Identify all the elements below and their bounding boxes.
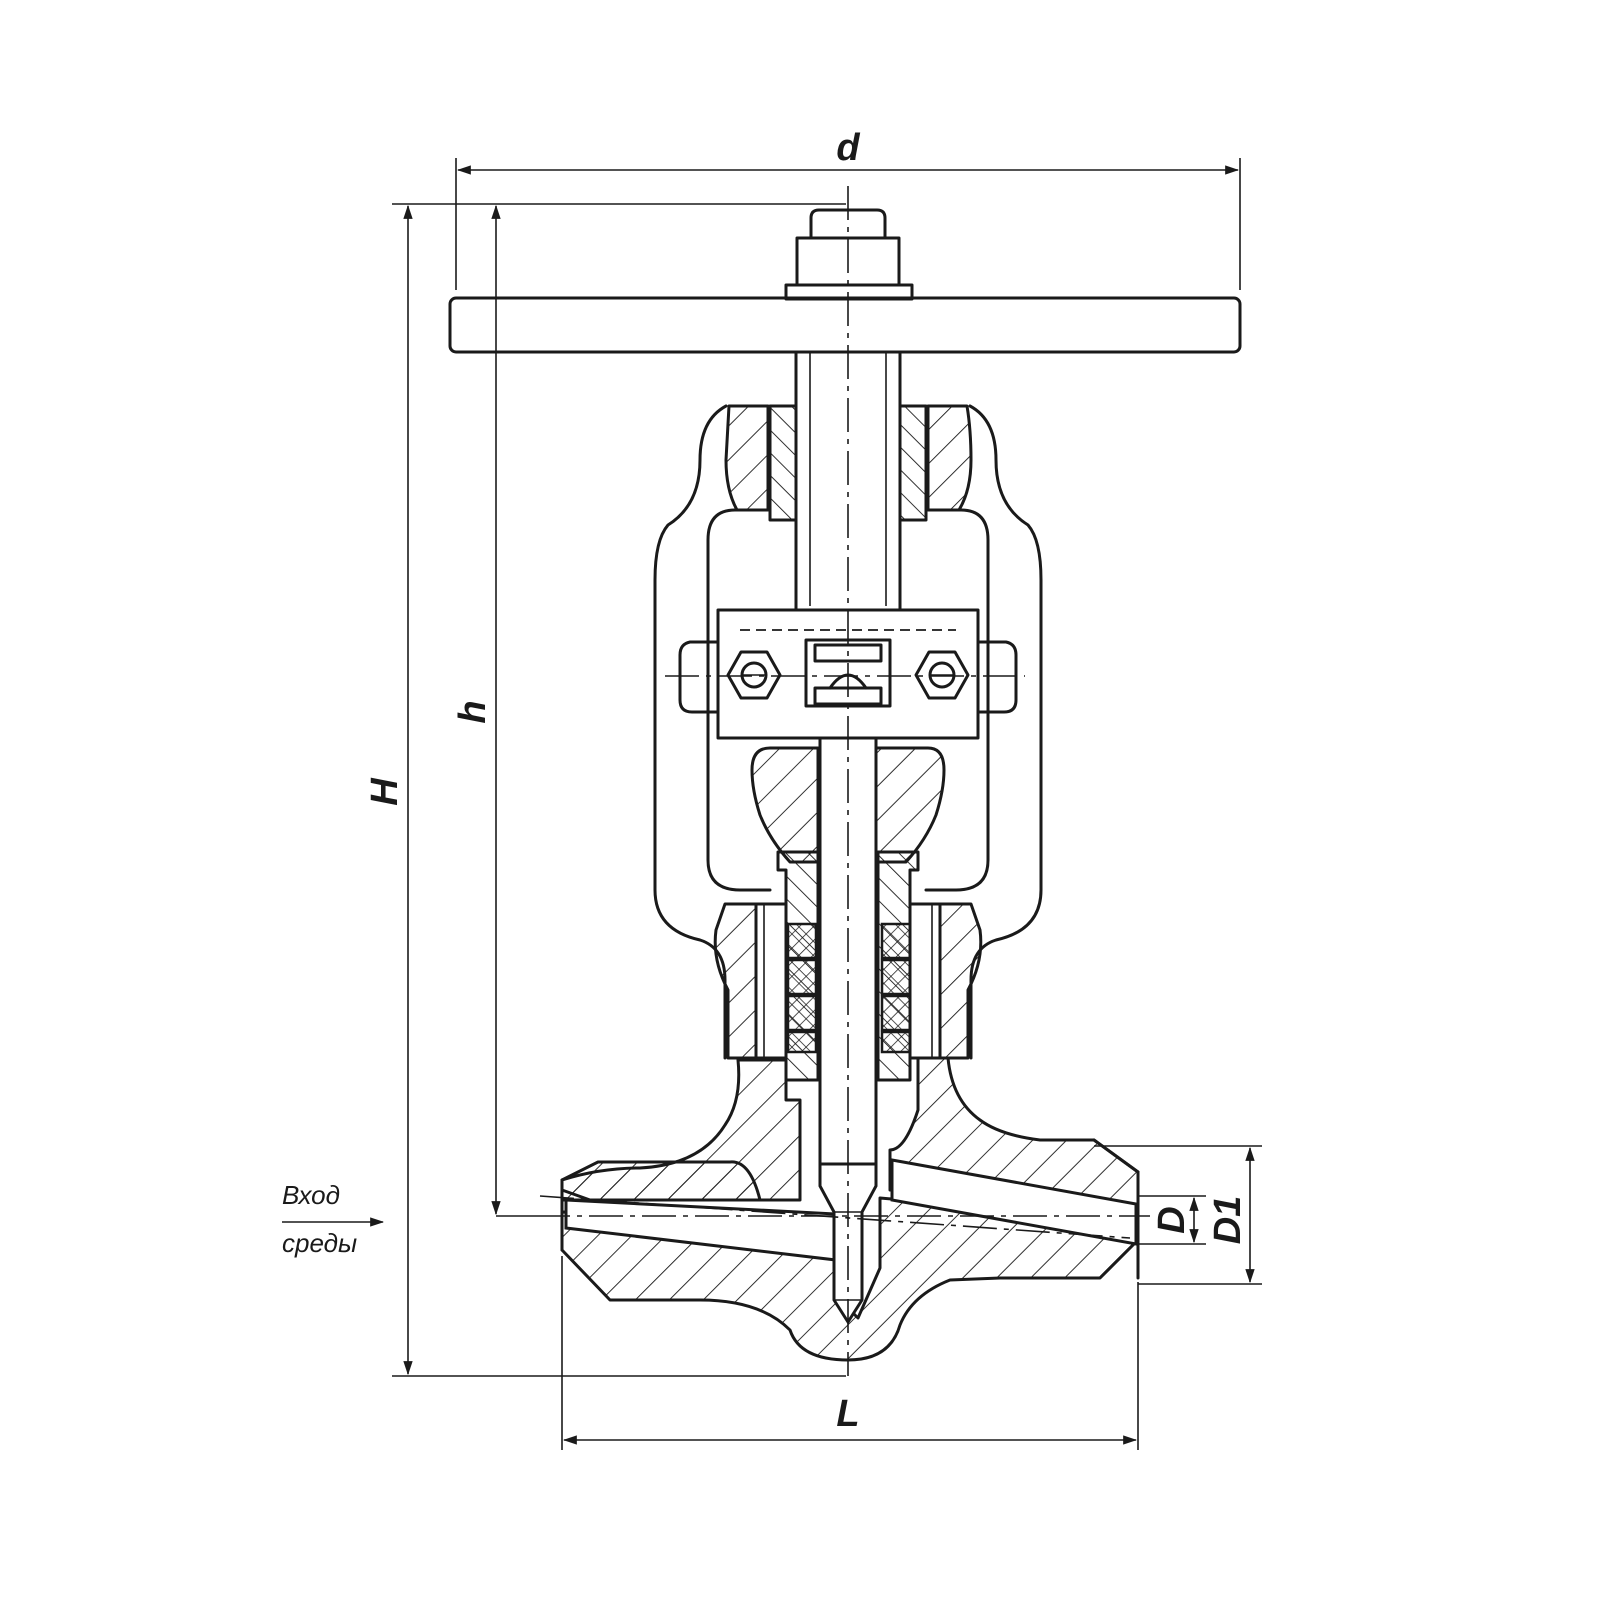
dimension-H: H xyxy=(364,203,846,1377)
dim-H-label: H xyxy=(364,777,406,806)
dim-L-label: L xyxy=(836,1393,859,1435)
flow-inlet-note: Вход среды xyxy=(282,1180,385,1258)
flow-note-line2: среды xyxy=(282,1228,357,1258)
dimension-L: L xyxy=(561,1256,1139,1450)
upper-bushing xyxy=(724,404,973,522)
dimension-d: d xyxy=(455,127,1241,290)
dimension-D: D xyxy=(1138,1195,1206,1245)
coupling-block xyxy=(665,608,1025,740)
yoke xyxy=(653,404,1043,1060)
stem-lower xyxy=(818,736,878,1325)
dim-h-label: h xyxy=(452,700,494,723)
dim-D1-label: D1 xyxy=(1207,1196,1249,1245)
stuffing-box xyxy=(713,902,983,1060)
handwheel xyxy=(448,208,1242,354)
packing xyxy=(786,922,912,1054)
dim-d-label: d xyxy=(836,127,860,169)
dim-D-label: D xyxy=(1151,1206,1193,1233)
valve-body xyxy=(560,1056,1140,1362)
dimension-h: h xyxy=(452,204,536,1217)
flow-note-line1: Вход xyxy=(282,1180,340,1210)
center-lines xyxy=(536,186,1150,1376)
dimension-D1: D1 xyxy=(1094,1145,1262,1285)
